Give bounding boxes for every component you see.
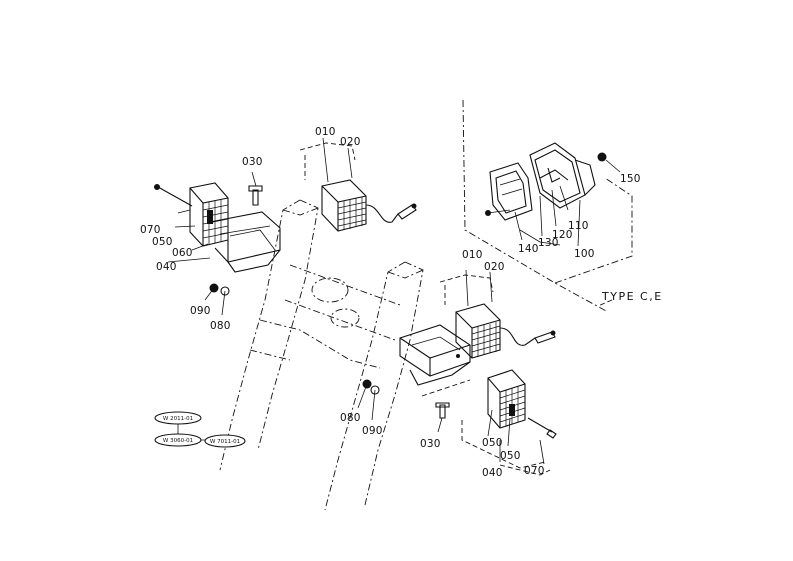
part-label-010-top: 010 bbox=[315, 126, 336, 138]
part-label-050-bottom-b: 050 bbox=[500, 450, 521, 462]
part-label-090-left: 090 bbox=[190, 305, 211, 317]
part-label-040-bottom: 040 bbox=[482, 467, 503, 479]
part-label-040-left: 040 bbox=[156, 261, 177, 273]
part-label-080-bottom: 080 bbox=[340, 412, 361, 424]
part-label-090-bottom: 090 bbox=[362, 425, 383, 437]
part-label-060-left: 060 bbox=[172, 247, 193, 259]
part-labels: 010 020 030 070 050 060 040 090 080 150 … bbox=[140, 126, 663, 479]
ref-bubble-2: W 3060-01 bbox=[163, 438, 193, 444]
part-label-140: 140 bbox=[518, 243, 539, 255]
part-label-020-mid: 020 bbox=[484, 261, 505, 273]
right-flasher-lamp bbox=[461, 369, 557, 476]
part-label-110: 110 bbox=[568, 220, 589, 232]
part-label-070-bottom: 070 bbox=[524, 465, 545, 477]
left-flasher-lamp bbox=[154, 182, 229, 247]
part-label-030-bottom: 030 bbox=[420, 438, 441, 450]
part-label-120: 120 bbox=[552, 229, 573, 241]
part-label-130: 130 bbox=[538, 237, 559, 249]
part-label-150: 150 bbox=[620, 173, 641, 185]
part-label-010-mid: 010 bbox=[462, 249, 483, 261]
ref-bubble-1: W 2011-01 bbox=[163, 416, 193, 422]
type-ce-label: TYPE C,E bbox=[601, 290, 663, 303]
left-bracket bbox=[209, 185, 281, 273]
loader-frame bbox=[219, 199, 424, 511]
reference-bubbles: W 2011-01 W 3060-01 W 7011-01 bbox=[154, 411, 246, 448]
right-work-lamp bbox=[439, 269, 556, 359]
part-label-080-left: 080 bbox=[210, 320, 231, 332]
bottom-nut-washer bbox=[357, 379, 380, 421]
leaders-top-left bbox=[167, 137, 353, 263]
part-label-050-left: 050 bbox=[152, 236, 173, 248]
part-label-050-bottom-a: 050 bbox=[482, 437, 503, 449]
part-label-070-left: 070 bbox=[140, 224, 161, 236]
type-ce-inset bbox=[462, 99, 633, 313]
left-nut-washer bbox=[204, 283, 230, 316]
right-bracket bbox=[399, 324, 471, 433]
part-label-100: 100 bbox=[574, 248, 595, 260]
top-work-lamp bbox=[299, 142, 417, 232]
part-label-030-top: 030 bbox=[242, 156, 263, 168]
ref-bubble-3: W 7011-01 bbox=[210, 439, 240, 445]
part-label-020-top: 020 bbox=[340, 136, 361, 148]
